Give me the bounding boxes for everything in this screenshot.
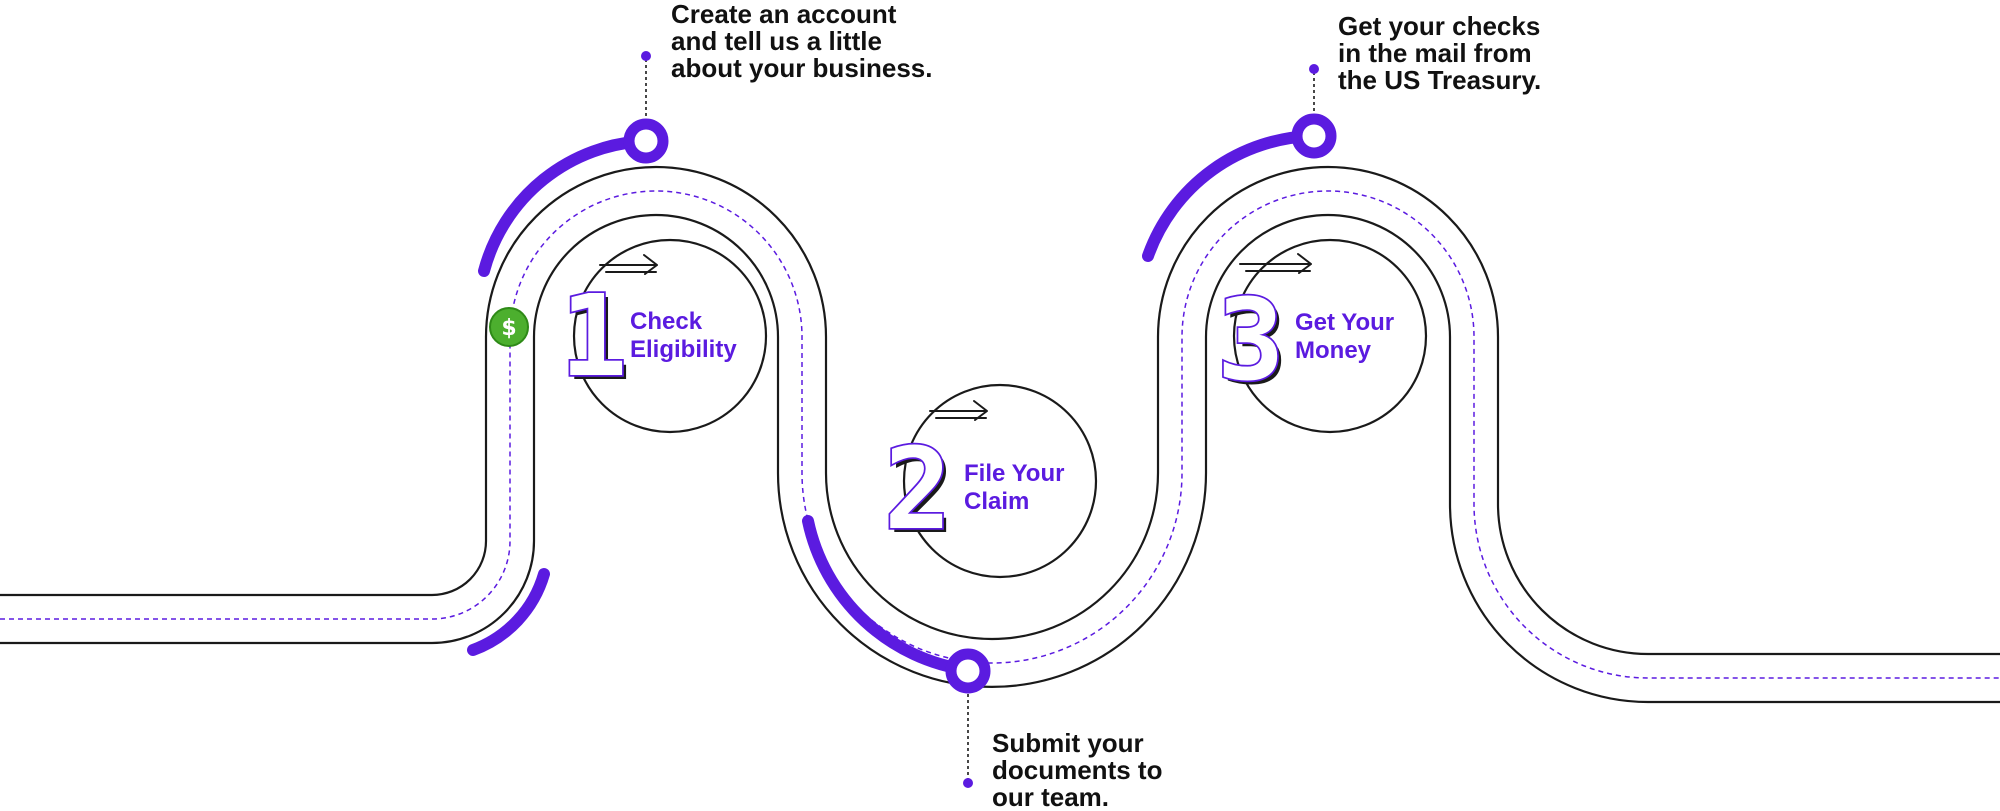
callout-3-text: Get your checks <box>1338 11 1540 41</box>
callout-1-dot <box>641 51 651 61</box>
callout-2-text-2: documents to <box>992 755 1162 785</box>
step-1-label: Check <box>630 308 703 335</box>
step-2-ring <box>902 383 1098 579</box>
accent-arc-3 <box>802 515 974 676</box>
step-2-label: File Your <box>964 460 1064 487</box>
callout-3: Get your checks in the mail from the US … <box>1291 11 1541 159</box>
dollar-coin-icon: $ <box>489 307 529 347</box>
step-3-label: Get Your <box>1295 309 1394 336</box>
step-3-numeral: 3 3 <box>1215 274 1288 410</box>
road-inner-edge <box>0 213 2000 704</box>
callout-2-text: Submit your <box>992 728 1144 758</box>
callout-1-text-3: about your business. <box>671 53 933 83</box>
callout-1-text-2: and tell us a little <box>671 26 882 56</box>
step-1: 1 1 Check Eligibility <box>558 238 768 434</box>
callout-2-text-3: our team. <box>992 782 1109 811</box>
accent-arcs <box>467 130 1320 676</box>
step-2-numeral: 2 2 <box>882 423 955 559</box>
svg-text:2: 2 <box>888 429 955 559</box>
step-2: 2 2 File Your Claim <box>882 383 1098 579</box>
svg-text:1: 1 <box>564 276 631 406</box>
accent-arc-4 <box>1142 130 1320 262</box>
road-center-line <box>0 190 2000 679</box>
callout-3-text-2: in the mail from <box>1338 38 1532 68</box>
callout-1-text: Create an account <box>671 0 897 29</box>
road-outer-edge <box>0 165 2000 656</box>
callout-2-dot <box>963 778 973 788</box>
arrow-right-icon <box>1239 253 1312 274</box>
step-1-ring <box>572 238 768 434</box>
step-2-label-2: Claim <box>964 488 1029 515</box>
step-3: 3 3 Get Your Money <box>1215 238 1428 434</box>
callout-2-marker <box>945 648 991 694</box>
callout-3-text-3: the US Treasury. <box>1338 65 1541 95</box>
svg-text:2: 2 <box>884 425 951 555</box>
accent-arc-1 <box>478 135 652 277</box>
callout-2: Submit your documents to our team. <box>945 648 1162 811</box>
callout-3-marker <box>1291 113 1337 159</box>
arrow-right-icon <box>929 400 988 421</box>
step-3-ring <box>1232 238 1428 434</box>
svg-text:$: $ <box>501 316 516 341</box>
step-1-numeral: 1 1 <box>558 270 631 406</box>
step-1-label-2: Eligibility <box>630 336 737 363</box>
accent-arc-2 <box>467 568 550 656</box>
svg-text:1: 1 <box>560 272 627 402</box>
callout-1-marker <box>623 118 669 164</box>
svg-text:3: 3 <box>1221 280 1288 410</box>
road <box>0 165 2000 704</box>
callout-1: Create an account and tell us a little a… <box>623 0 933 164</box>
step-3-label-2: Money <box>1295 337 1372 364</box>
callout-3-dot <box>1309 64 1319 74</box>
svg-text:3: 3 <box>1217 276 1284 406</box>
arrow-right-icon <box>599 254 658 275</box>
